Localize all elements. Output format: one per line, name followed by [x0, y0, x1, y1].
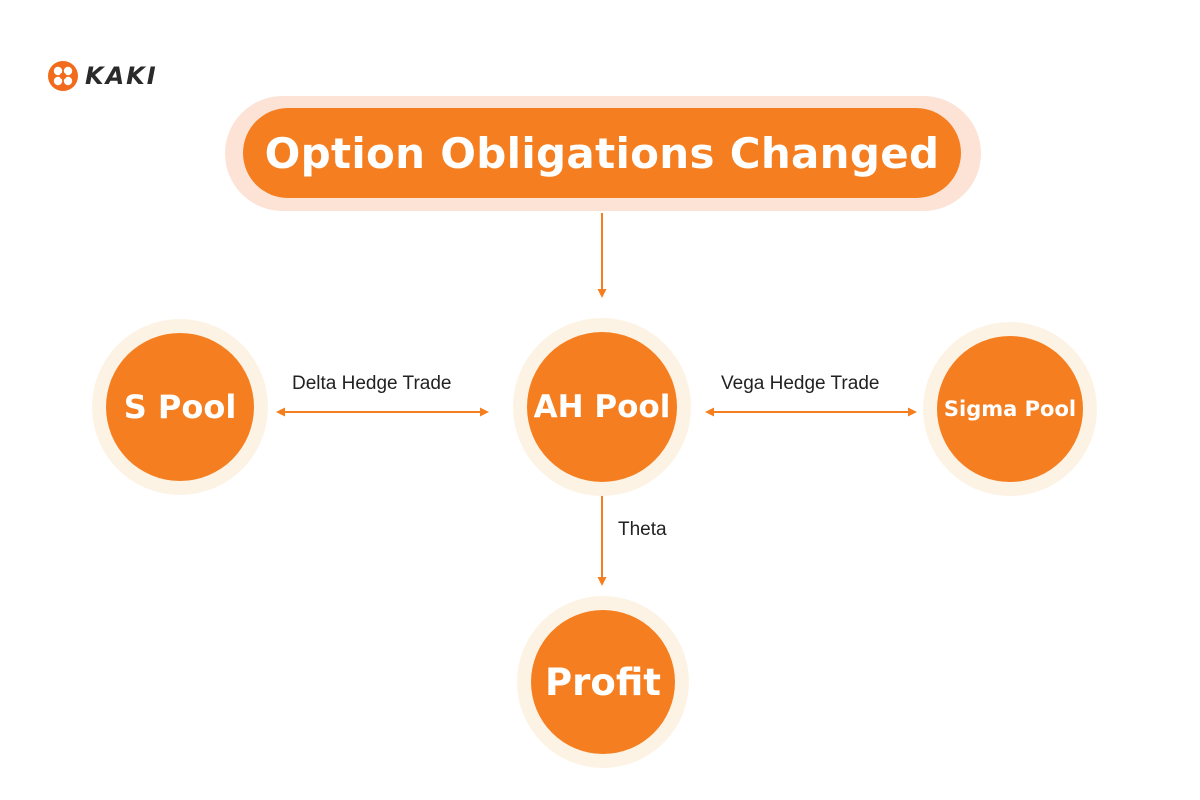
- kaki-logo: KAKI: [47, 60, 158, 92]
- node-ah-pool: AH Pool: [527, 332, 677, 482]
- node-profit: Profit: [531, 610, 675, 754]
- edge-label-theta: Theta: [618, 519, 667, 540]
- node-s-pool: S Pool: [106, 333, 254, 481]
- brand-name: KAKI: [85, 62, 158, 90]
- edge-label-delta: Delta Hedge Trade: [292, 373, 452, 394]
- diagram-title: Option Obligations Changed: [243, 108, 961, 198]
- node-sigma-pool: Sigma Pool: [937, 336, 1083, 482]
- edge-label-vega: Vega Hedge Trade: [721, 373, 880, 394]
- kaki-logo-icon: [48, 61, 78, 91]
